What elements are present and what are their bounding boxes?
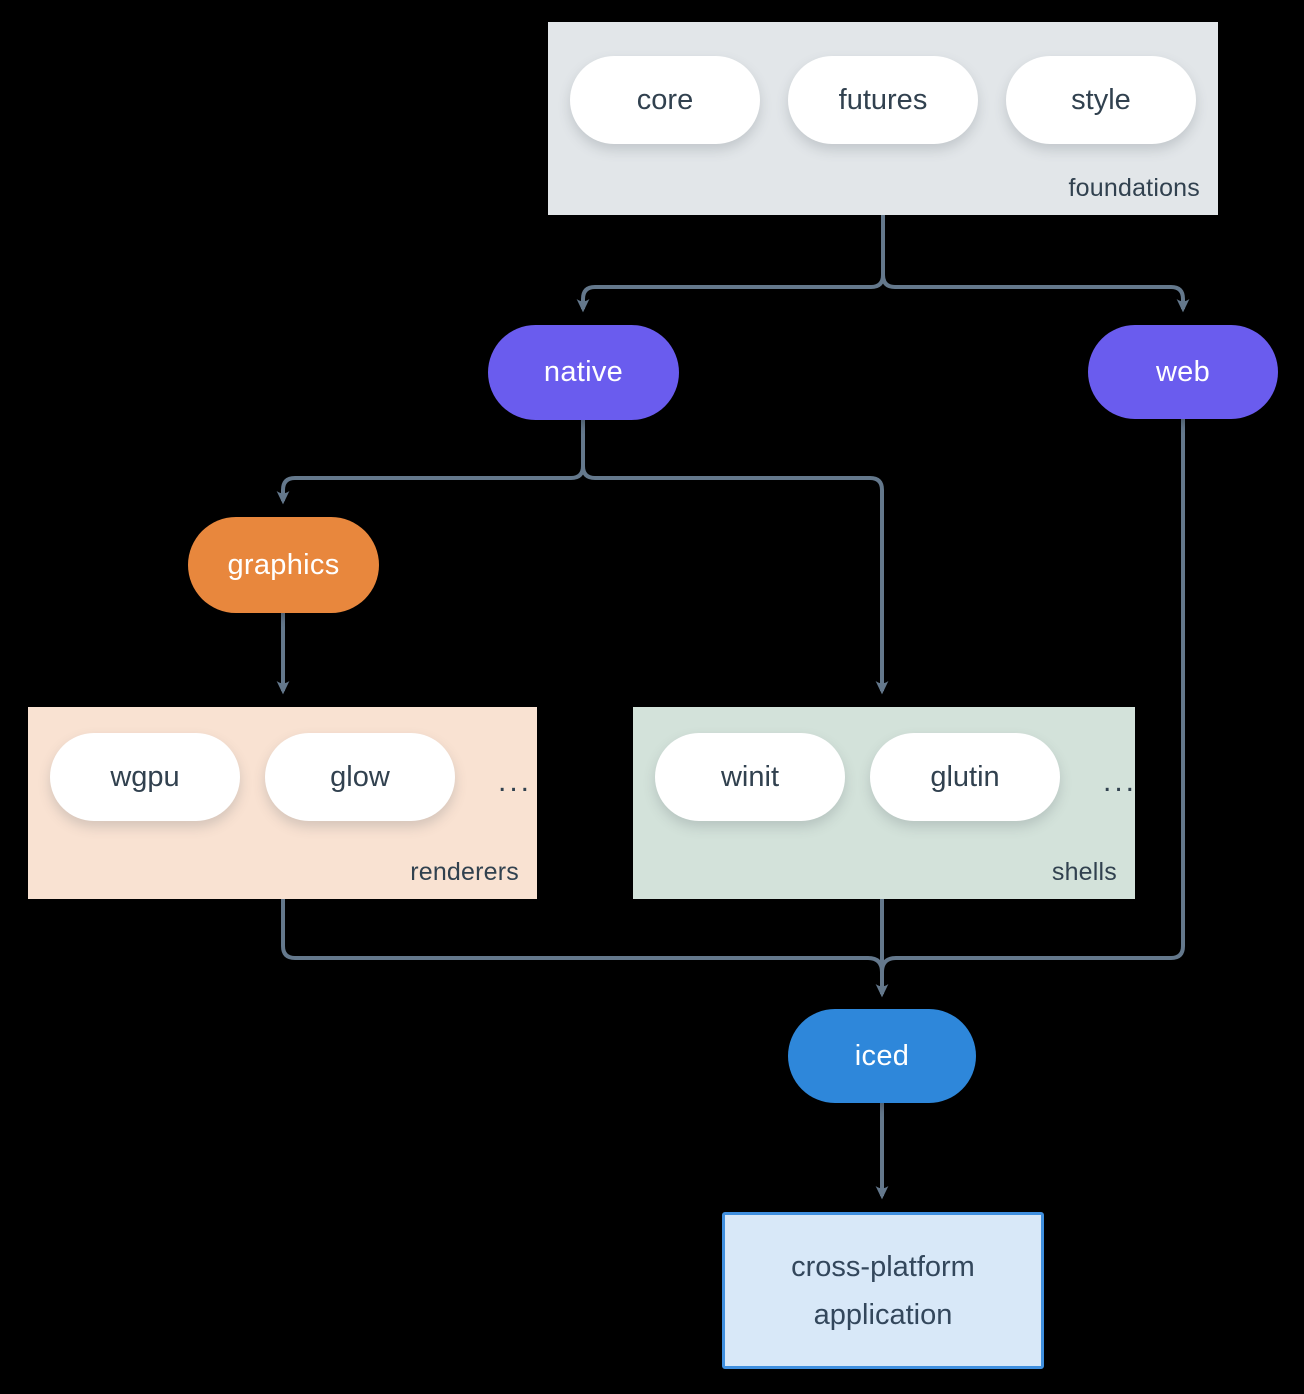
cross-platform-application-box: cross-platform application — [722, 1212, 1044, 1369]
foundations-group: core futures style foundations — [548, 22, 1218, 215]
renderers-label: renderers — [410, 858, 519, 886]
shells-label: shells — [1051, 858, 1117, 886]
shells-pill-row: winit glutin ... — [655, 733, 1135, 821]
graphics-node: graphics — [188, 517, 379, 613]
native-node: native — [488, 325, 679, 420]
edge-native-to-graphics — [276, 420, 585, 505]
app-label-line2: application — [813, 1298, 953, 1331]
glutin-pill: glutin — [870, 733, 1060, 821]
shells-ellipsis: ... — [1103, 765, 1138, 798]
edge-renderers-to-merge — [281, 898, 884, 973]
futures-pill: futures — [788, 56, 978, 144]
renderers-pill-row: wgpu glow ... — [50, 733, 537, 821]
style-pill: style — [1006, 56, 1196, 144]
shells-group: winit glutin ... shells — [633, 707, 1135, 899]
web-node: web — [1088, 325, 1278, 419]
wgpu-pill: wgpu — [50, 733, 240, 821]
glow-pill: glow — [265, 733, 455, 821]
foundations-pill-row: core futures style — [548, 56, 1218, 144]
foundations-label: foundations — [1068, 174, 1200, 202]
core-pill: core — [570, 56, 760, 144]
renderers-ellipsis: ... — [498, 765, 533, 798]
winit-pill: winit — [655, 733, 845, 821]
edge-foundations-to-native — [576, 215, 885, 313]
app-label-line1: cross-platform — [791, 1250, 975, 1283]
iced-node: iced — [788, 1009, 976, 1103]
edge-native-to-shells — [581, 465, 889, 695]
edge-foundations-to-web — [881, 274, 1190, 313]
renderers-group: wgpu glow ... renderers — [28, 707, 537, 899]
